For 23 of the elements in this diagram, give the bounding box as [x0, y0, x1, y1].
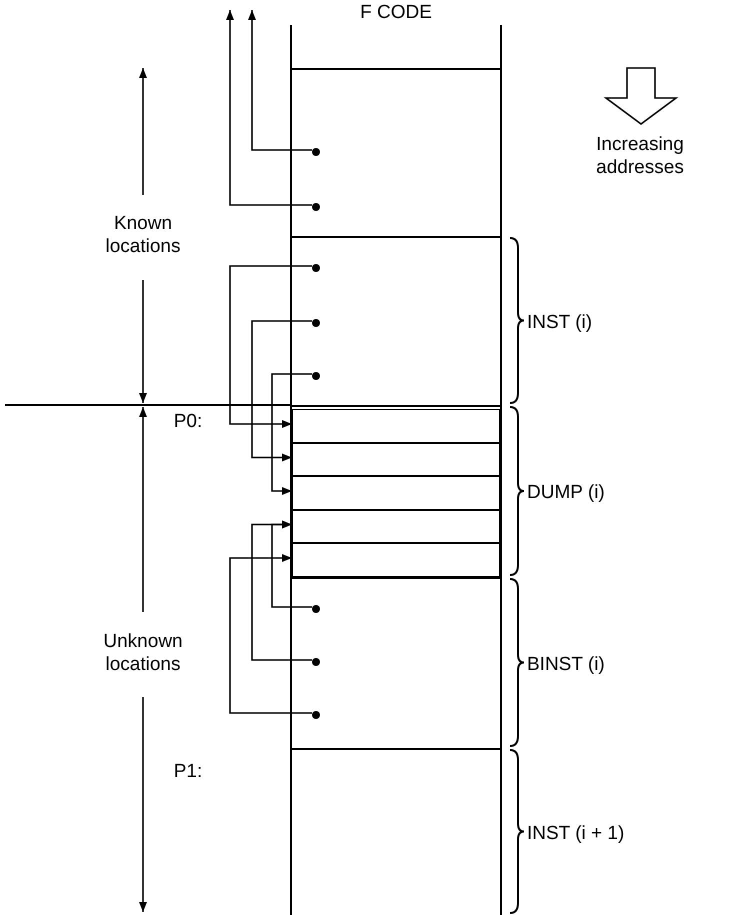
dump-slot	[292, 543, 500, 577]
point-dot	[312, 264, 320, 272]
region-label: Unknown locations	[102, 630, 184, 676]
column-heading: F CODE	[359, 1, 433, 24]
pointer-label: P0:	[172, 410, 204, 433]
dump-slot	[292, 443, 500, 476]
direction-label: Increasing addresses	[595, 133, 685, 179]
point-dot	[312, 605, 320, 613]
dump-slot	[292, 510, 500, 543]
point-dot	[312, 203, 320, 211]
point-dot	[312, 148, 320, 156]
pointer-label: P1:	[172, 760, 204, 783]
segment-label: BINST (i)	[527, 652, 605, 676]
point-dot	[312, 319, 320, 327]
segment-label: INST (i + 1)	[527, 822, 624, 844]
segment-label: INST (i)	[527, 310, 592, 334]
segment-label: DUMP (i)	[527, 481, 605, 504]
point-dot	[312, 711, 320, 719]
point-dot	[312, 658, 320, 666]
point-dot	[312, 372, 320, 380]
dump-slot	[292, 409, 500, 443]
region-label: Known locations	[104, 212, 182, 258]
dump-slot	[292, 476, 500, 510]
